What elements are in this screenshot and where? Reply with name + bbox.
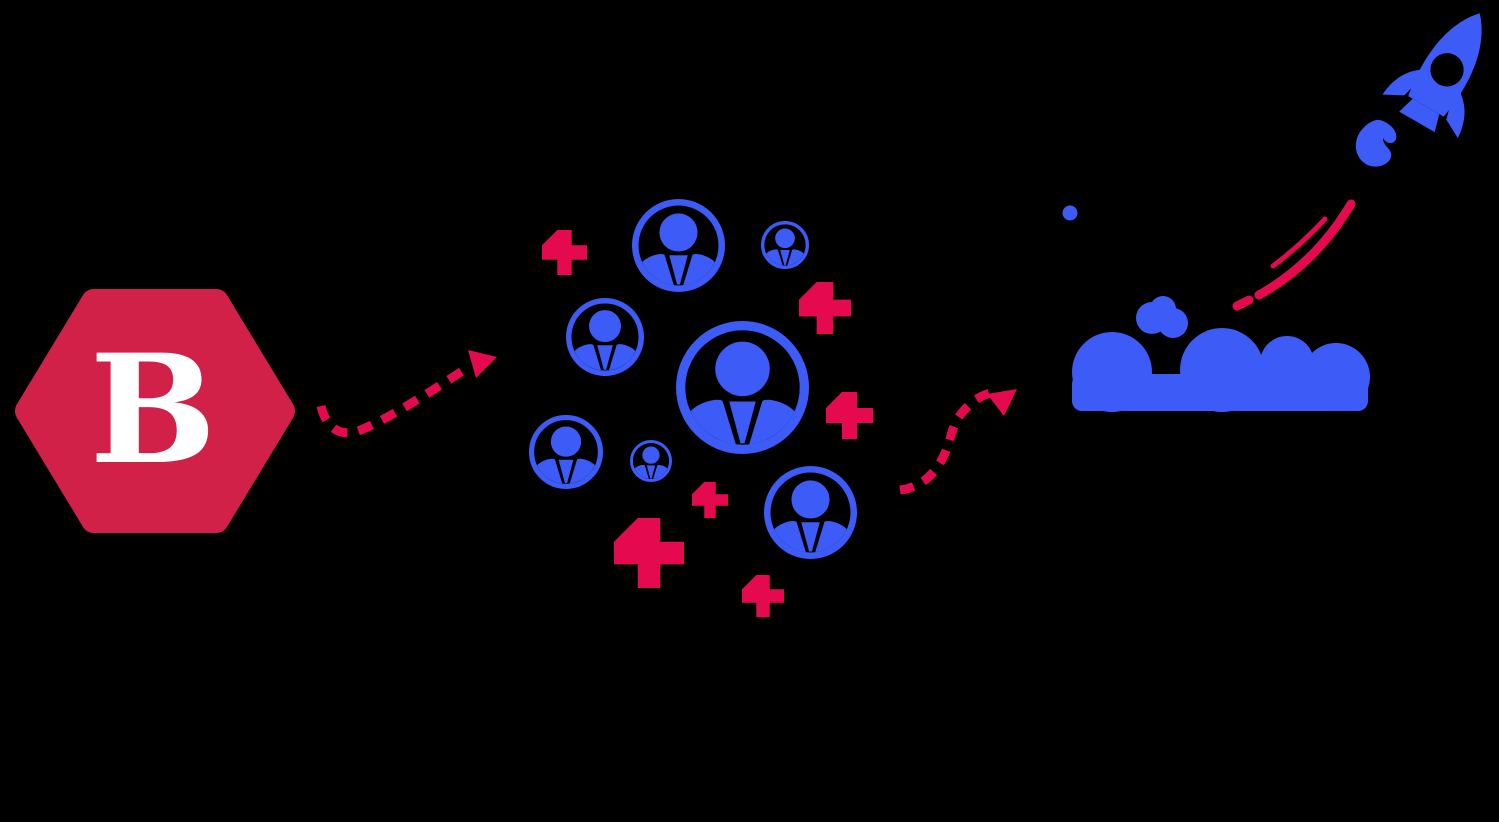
cloud-puff	[1136, 296, 1188, 338]
rocket-fin-right	[1446, 90, 1465, 139]
rocket-icon	[1355, 13, 1482, 167]
arrowhead-left-icon	[468, 350, 497, 378]
arrowhead-right-icon	[987, 389, 1017, 416]
cloud-bump-2	[1180, 328, 1264, 412]
rocket-nozzle	[1399, 98, 1440, 133]
dashed-arrow-left	[316, 350, 497, 438]
rocket-flame	[1355, 119, 1397, 167]
logo-letter: B	[90, 322, 217, 498]
hexagon-brand-badge: B	[15, 289, 295, 533]
cloud-bump-1	[1072, 332, 1152, 412]
rocket-trail-dash	[1232, 295, 1254, 311]
cloud-bump-4	[1302, 343, 1370, 411]
rocket-trail-inner-arc	[1270, 216, 1328, 269]
cloud-bump-3	[1260, 336, 1314, 390]
rocket-window	[1430, 53, 1464, 87]
rocket-trail-main-arc	[1254, 199, 1356, 300]
cloud-dot	[1062, 205, 1078, 221]
rocket-trail	[1232, 199, 1356, 311]
cloud-icon	[1062, 205, 1370, 412]
dashed-arrow-right-curve	[899, 387, 996, 495]
hexagon-shape	[15, 289, 295, 533]
dashed-arrow-left-curve	[316, 362, 473, 438]
dashed-arrow-right	[899, 387, 1017, 495]
rocket-fin-left	[1382, 69, 1424, 96]
